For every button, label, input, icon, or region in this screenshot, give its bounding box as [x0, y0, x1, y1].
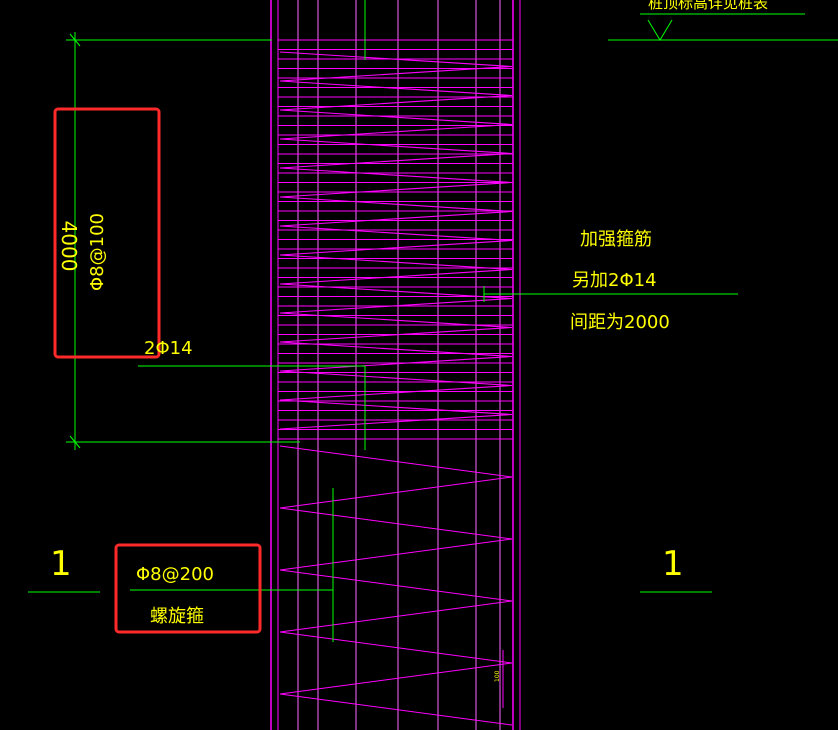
spiral-lower: [279, 445, 513, 726]
pile-edges: [270, 0, 521, 730]
section-mark-left: 1: [50, 544, 72, 584]
dimension-and-leader-lines: [28, 0, 838, 708]
dense-hoops: [278, 39, 513, 440]
dense-hoop-label: Φ8@100: [87, 213, 108, 291]
dimension-text-4000: 4000: [57, 221, 81, 272]
dimension-tick-top: [69, 33, 81, 47]
highlight-box-spiral: [114, 543, 262, 634]
spiral-name-label: 螺旋箍: [150, 606, 204, 627]
small-dimension-text: 100: [494, 670, 501, 682]
spiral-spacing-label: Φ8@200: [136, 564, 214, 585]
main-bar-label: 2Φ14: [144, 338, 193, 359]
spiral-hoop-lines: [279, 51, 513, 726]
longitudinal-bars: [297, 0, 501, 730]
reinforce-spacing: 间距为2000: [570, 312, 670, 333]
reinforce-extra-bars: 另加2Φ14: [572, 270, 657, 291]
highlight-box-dense-hoop: [53, 107, 161, 359]
dimension-tick-bottom: [69, 435, 81, 449]
level-triangle: [647, 19, 673, 41]
section-mark-right: 1: [662, 544, 684, 584]
top-note-text: 桩顶标高详见桩表: [648, 0, 768, 12]
reinforce-hoop-title: 加强箍筋: [580, 229, 652, 250]
